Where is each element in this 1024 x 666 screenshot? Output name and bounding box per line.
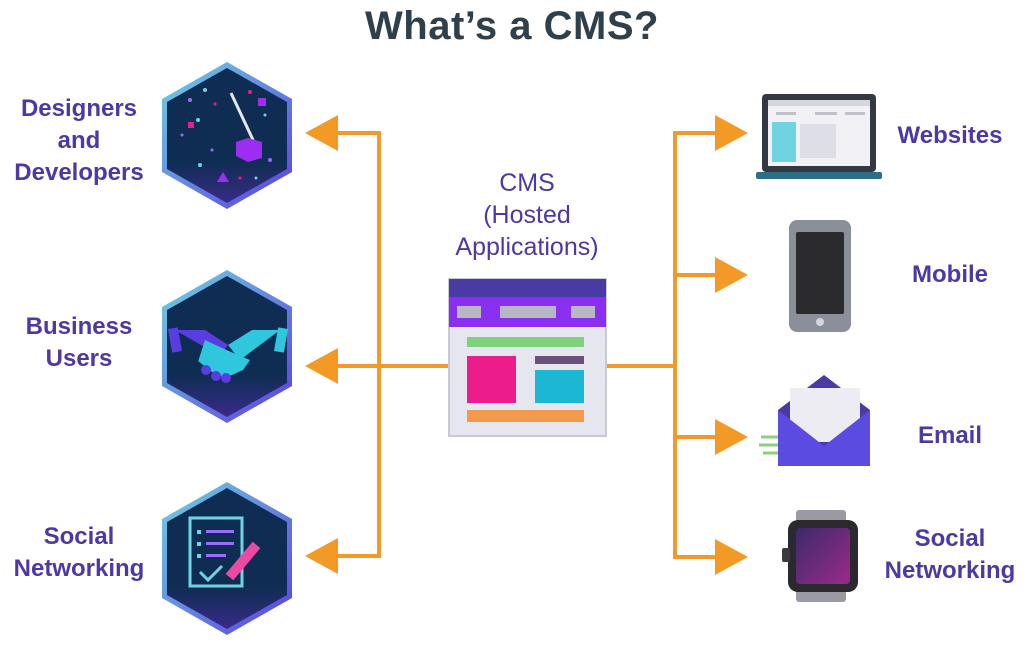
label-line: CMS	[499, 169, 555, 197]
arrowhead-right-2	[715, 257, 748, 293]
arrowhead-left-2	[305, 348, 338, 384]
label-line: Websites	[897, 122, 1003, 149]
left-arrowheads	[305, 115, 338, 574]
label-right-social-networking: Social Networking	[876, 523, 1024, 587]
arrowhead-right-4	[715, 539, 748, 575]
handshake-icon	[167, 327, 289, 383]
design-tools-icon	[180, 88, 272, 182]
smartphone-icon	[789, 220, 851, 332]
label-line: Mobile	[912, 261, 988, 288]
envelope-icon	[759, 375, 870, 466]
label-cms-hosted-applications: CMS (Hosted Applications)	[427, 167, 627, 263]
label-line: Applications)	[455, 233, 599, 261]
label-left-social-networking: Social Networking	[4, 521, 154, 585]
laptop-icon	[756, 94, 882, 179]
right-arrowheads	[715, 115, 748, 575]
arrowhead-right-1	[715, 115, 748, 151]
hex-designers	[162, 62, 292, 209]
page-title: What’s a CMS?	[365, 4, 659, 48]
label-line: Developers	[14, 159, 144, 186]
label-line: Business	[25, 313, 133, 340]
label-websites: Websites	[880, 120, 1020, 152]
arrowhead-right-3	[715, 419, 748, 455]
label-mobile: Mobile	[880, 259, 1020, 291]
label-line: and	[57, 127, 101, 154]
hex-social	[162, 482, 292, 635]
label-line: Users	[45, 345, 113, 372]
arrowhead-left-1	[305, 115, 338, 151]
label-email: Email	[880, 420, 1020, 452]
label-designers-developers: Designers and Developers	[4, 93, 154, 189]
label-line: Social	[43, 523, 115, 550]
arrowhead-left-3	[305, 538, 338, 574]
label-line: Networking	[884, 557, 1016, 584]
label-business-users: Business Users	[4, 311, 154, 375]
label-line: Email	[917, 422, 983, 449]
hex-business	[162, 270, 292, 423]
label-line: Networking	[13, 555, 145, 582]
label-line: (Hosted	[483, 201, 571, 229]
smartwatch-icon	[782, 510, 858, 602]
checklist-pen-icon	[188, 516, 261, 588]
label-line: Designers	[20, 95, 138, 122]
label-line: Social	[914, 525, 986, 552]
browser-window-icon	[448, 278, 607, 437]
